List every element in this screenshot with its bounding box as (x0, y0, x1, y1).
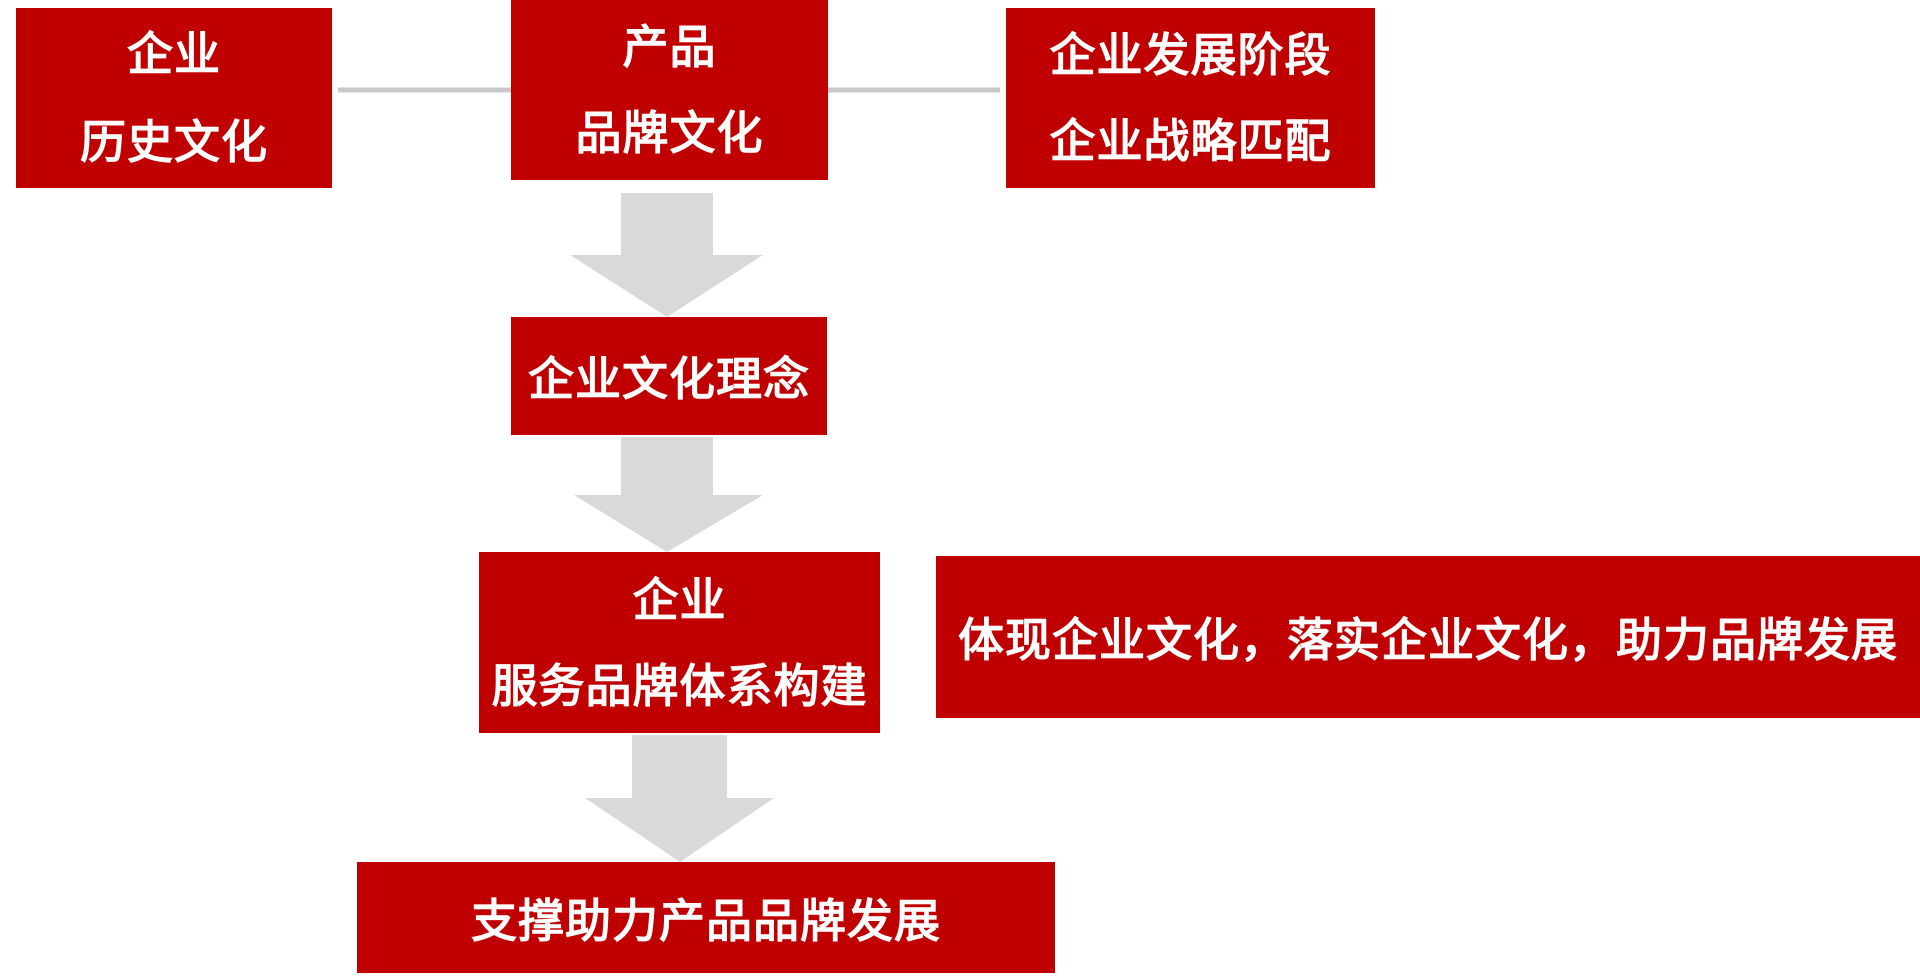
node-strategy-line-2: 企业战略匹配 (1049, 114, 1332, 168)
node-support-product-brand: 支撑助力产品品牌发展 (357, 862, 1055, 973)
node-concept-line-1: 企业文化理念 (528, 352, 810, 406)
node-history-line-2: 历史文化 (80, 115, 268, 169)
node-service-brand-system: 企业 服务品牌体系构建 (479, 552, 880, 733)
arrow-service-support (585, 735, 774, 862)
node-service-line-2: 服务品牌体系构建 (491, 658, 868, 713)
node-culture-concept: 企业文化理念 (511, 317, 827, 435)
node-embody-line-1: 体现企业文化，落实企业文化，助力品牌发展 (958, 613, 1898, 667)
node-support-line-1: 支撑助力产品品牌发展 (471, 893, 941, 948)
node-strategy-line-1: 企业发展阶段 (1049, 28, 1332, 82)
node-embody-culture: 体现企业文化，落实企业文化，助力品牌发展 (936, 556, 1920, 718)
node-service-line-1: 企业 (632, 572, 727, 627)
node-history-culture: 企业 历史文化 (16, 8, 332, 188)
node-product-brand-culture: 产品 品牌文化 (511, 0, 828, 180)
arrow-concept-service (574, 437, 763, 552)
node-history-line-1: 企业 (127, 27, 221, 81)
node-product-line-1: 产品 (622, 20, 717, 74)
node-product-line-2: 品牌文化 (575, 106, 764, 160)
node-development-strategy: 企业发展阶段 企业战略匹配 (1006, 8, 1375, 188)
arrow-product-concept (570, 193, 763, 317)
